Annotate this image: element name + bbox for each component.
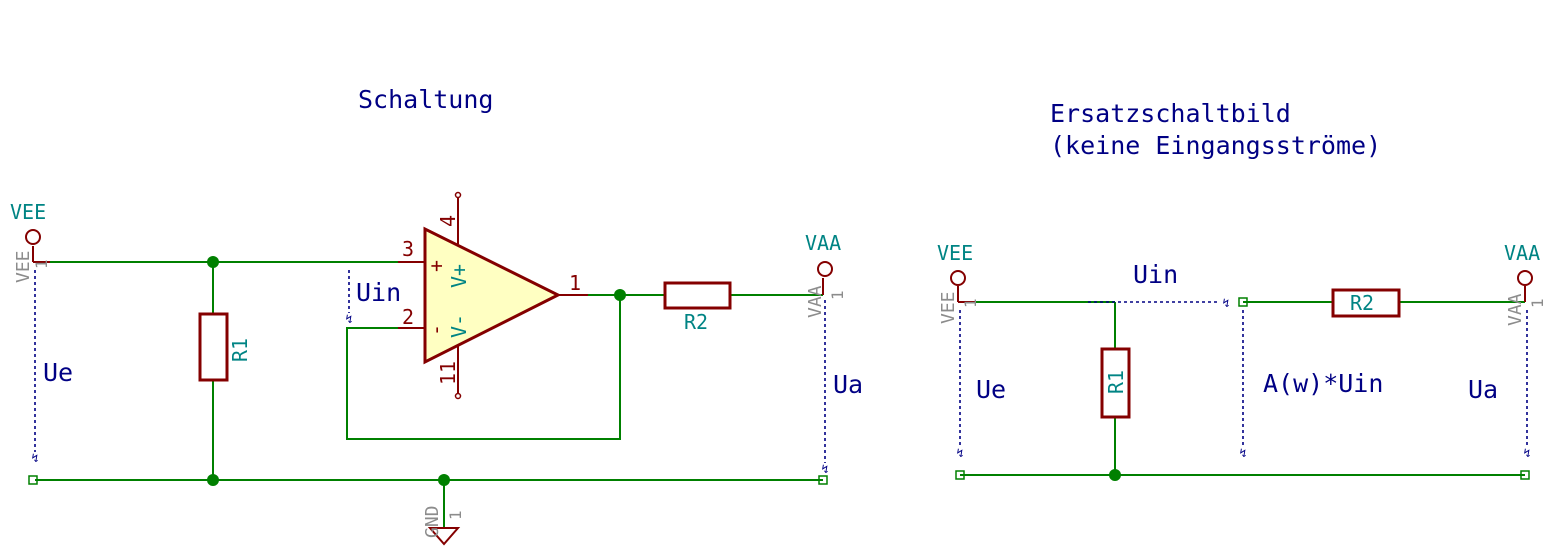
ersatz-resistor-r2: R2 [1331,288,1401,318]
probe-ua: ↯ Ua [821,300,863,476]
bus-end-marker-left [28,475,38,485]
opamp-pin-minus-number: 2 [402,305,414,329]
ersatz-probe-source: ↯ A(w)*Uin [1239,310,1383,460]
r1-reference-label: R1 [228,338,252,362]
vaa-value-label: VAA [805,285,826,318]
uin-label: Uin [356,278,401,307]
probe-uin: ↯ Uin [345,270,401,326]
opamp-pin-plus-number: 3 [402,237,414,261]
ersatz-probe-uin: ↯ Uin [1088,260,1230,310]
vaa-reference-label: VAA [805,231,841,255]
ersatz-r2-reference-label: R2 [1350,291,1374,315]
svg-text:↯: ↯ [31,451,38,465]
ue-label: Ue [43,358,73,387]
bus-end-marker-right [818,475,828,485]
ersatz-vaa-power-port: VAA VAA 1 [1504,241,1547,326]
ersatz-vee-power-port: VEE VEE 1 [937,241,980,324]
opamp-pin-vneg-number: 11 [436,361,460,385]
ersatz-uin-label: Uin [1133,260,1178,289]
ersatz-source-label: A(w)*Uin [1263,369,1383,398]
ersatz-vaa-pin-number: 1 [1528,298,1547,308]
svg-text:↯: ↯ [1222,296,1229,310]
svg-text:↯: ↯ [345,312,352,326]
opamp: 3 2 1 4 11 + - V+ V- [398,191,588,400]
ersatz-probe-ua: ↯ Ua [1468,310,1531,460]
gnd-value-label: GND [422,505,443,538]
vee-power-port: VEE VEE 1 [10,200,51,283]
resistor-r1: R1 [198,312,252,382]
schaltung-title: Schaltung [358,85,493,114]
opamp-pin-vpos-number: 4 [436,215,460,227]
wire-feedback [346,295,621,440]
ersatz-title-line2: (keine Eingangsströme) [1050,131,1381,160]
opamp-minus-sign: - [424,324,448,336]
junction-gnd [438,474,450,486]
ersatz-ue-label: Ue [976,375,1006,404]
opamp-vneg-label: V- [447,314,471,338]
ersatz-probe-ue: ↯ Ue [956,310,1006,460]
ersatz-circuit: Ersatzschaltbild (keine Eingangsströme) … [937,99,1547,481]
ersatz-vee-reference-label: VEE [937,241,973,265]
vee-pin-number: 1 [32,259,51,269]
resistor-r2: R2 [663,281,732,334]
schaltung-circuit: Schaltung VEE VEE 1 VAA [10,85,863,546]
ersatz-source-terminal [1238,297,1248,307]
ersatz-junction-r1-bottom [1109,469,1121,481]
gnd-pin-number: 1 [446,510,465,520]
junction-output [614,289,626,301]
ua-label: Ua [833,370,863,399]
vaa-pin-number: 1 [828,290,847,300]
gnd-symbol: GND 1 [422,505,465,546]
ersatz-vee-value-label: VEE [938,291,959,324]
ersatz-title-line1: Ersatzschaltbild [1050,99,1291,128]
ersatz-bus-marker-left [955,470,965,480]
opamp-vpos-label: V+ [447,264,471,288]
opamp-plus-sign: + [424,260,448,272]
ersatz-resistor-r1: R1 [1100,347,1131,419]
ersatz-vaa-value-label: VAA [1505,293,1526,326]
svg-text:↯: ↯ [956,446,963,460]
ersatz-ua-label: Ua [1468,375,1498,404]
vee-reference-label: VEE [10,200,46,224]
opamp-pin-out-number: 1 [569,271,581,295]
vee-value-label: VEE [13,250,34,283]
probe-ue: ↯ Ue [31,270,73,465]
junction-r1-bottom [207,474,219,486]
vaa-power-port: VAA VAA 1 [805,231,847,318]
svg-text:↯: ↯ [1523,446,1530,460]
ersatz-vee-pin-number: 1 [961,298,980,308]
r2-reference-label: R2 [684,310,708,334]
ersatz-r1-reference-label: R1 [1104,370,1128,394]
ersatz-bus-marker-right [1520,470,1530,480]
svg-text:↯: ↯ [1239,446,1246,460]
ersatz-vaa-reference-label: VAA [1504,241,1540,265]
junction-r1-top [207,256,219,268]
svg-text:↯: ↯ [821,462,828,476]
